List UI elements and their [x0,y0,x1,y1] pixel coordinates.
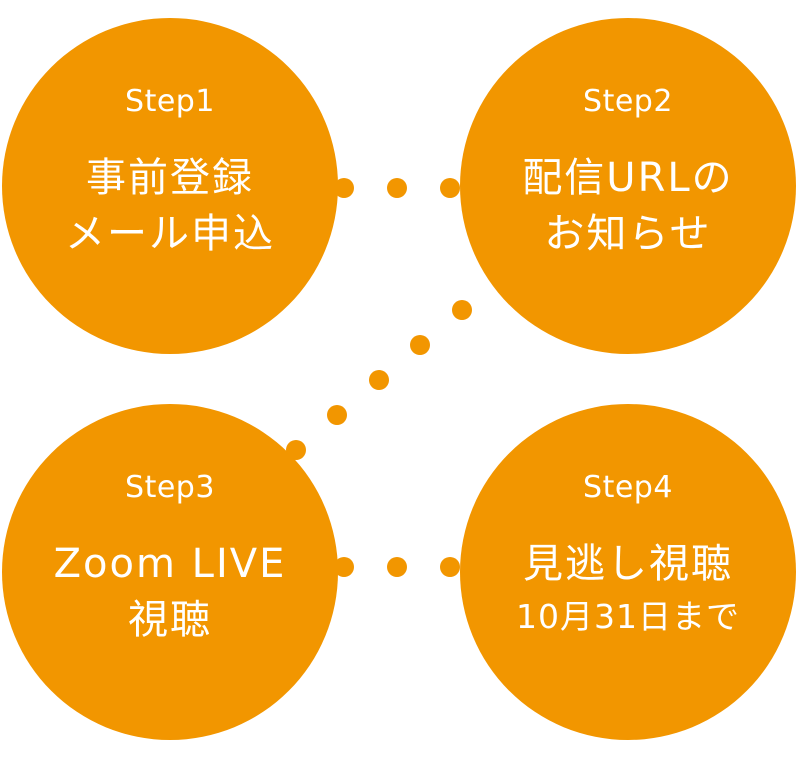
connector-dot [452,300,472,320]
connector-dot [440,557,460,577]
step-3-title-line-1: Zoom LIVE [53,541,287,587]
connector-dot [369,370,389,390]
step-4-label: Step4 [583,470,673,505]
step-1-title: 事前登録 メール申込 [2,150,338,262]
step-2-title-line-2: お知らせ [544,211,712,257]
step-4-circle: Step4 見逃し視聴 10月31日まで [460,404,796,740]
step-1-title-line-2: メール申込 [65,211,275,257]
connector-dot [387,178,407,198]
connector-dot [410,335,430,355]
step-1-circle: Step1 事前登録 メール申込 [2,18,338,354]
connector-dot [334,178,354,198]
step-2-circle: Step2 配信URLの お知らせ [460,18,796,354]
step-2-title: 配信URLの お知らせ [460,150,796,262]
step-2-title-line-1: 配信URLの [522,155,734,201]
step-1-label: Step1 [125,84,215,119]
step-4-title-line-2: 10月31日まで [516,597,740,636]
connector-dot [334,557,354,577]
step-3-title: Zoom LIVE 視聴 [2,536,338,648]
step-3-circle: Step3 Zoom LIVE 視聴 [2,404,338,740]
step-4-title: 見逃し視聴 10月31日まで [460,536,796,642]
step-2-label: Step2 [583,84,673,119]
connector-dot [440,178,460,198]
step-4-title-line-1: 見逃し視聴 [523,541,733,587]
step-1-title-line-1: 事前登録 [86,155,254,201]
step-3-label: Step3 [125,470,215,505]
connector-dot [387,557,407,577]
step-3-title-line-2: 視聴 [128,597,212,643]
connector-dot [327,405,347,425]
